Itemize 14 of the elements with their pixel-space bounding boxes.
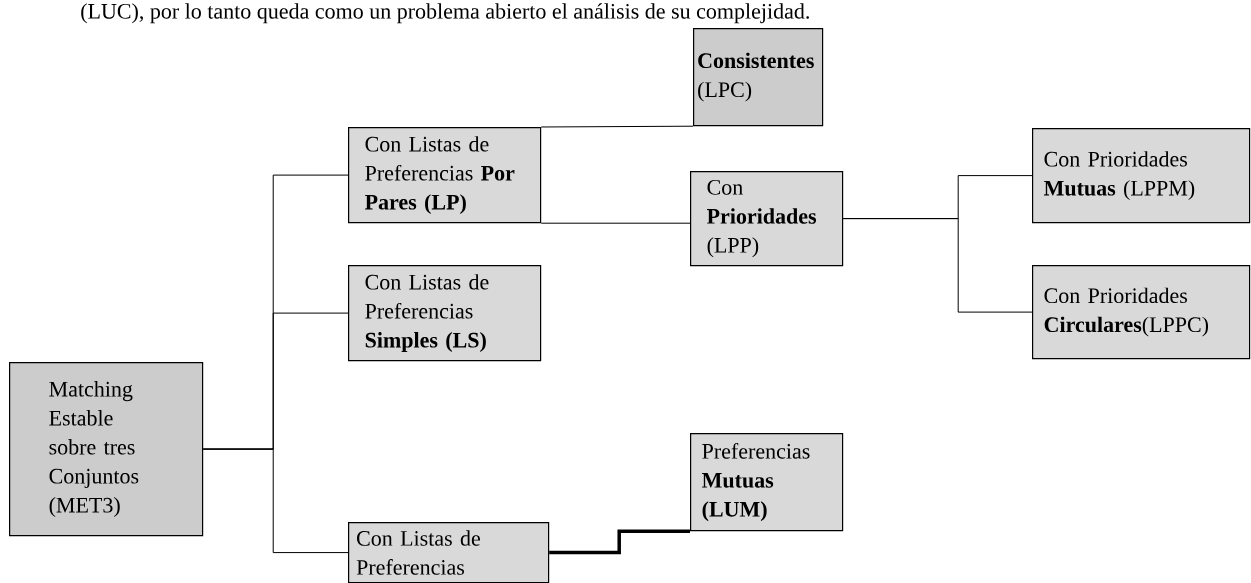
connector-line — [549, 529, 690, 555]
category-box: Preferencias Mutuas (LUM) — [690, 433, 844, 532]
category-box: Con Prioridades Mutuas (LPPM) — [1032, 128, 1251, 224]
connector-line — [842, 218, 1033, 313]
connector-line — [540, 222, 691, 224]
category-box: Matching Estable sobre tres Conjuntos (MET3) — [9, 362, 204, 537]
category-box: Con Listas de Preferencias Por Pares (LP) — [348, 127, 542, 224]
category-box: Con Prioridades (LPP) — [690, 171, 844, 267]
connector-line — [540, 125, 694, 128]
category-box: Con Listas de Preferencias Simples (LS) — [348, 265, 542, 362]
category-box: Con Prioridades Circulares(LPPC) — [1032, 265, 1251, 360]
category-box: Consistentes (LPC) — [693, 28, 824, 127]
connector-line — [202, 448, 349, 554]
category-box: Con Listas de Preferencias — [348, 522, 550, 583]
